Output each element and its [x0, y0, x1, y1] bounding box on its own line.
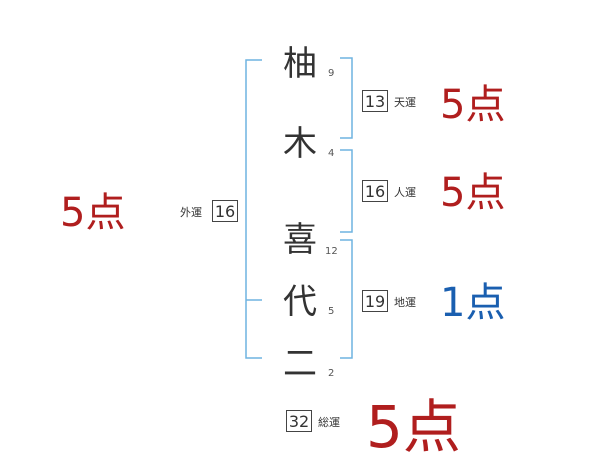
outer-bracket	[245, 59, 262, 359]
sou-value-box: 32	[286, 410, 312, 432]
jin-label: 人運	[394, 186, 416, 199]
name-char-3: 喜	[283, 220, 317, 260]
jin-bracket	[340, 149, 353, 233]
chi-bracket	[340, 239, 353, 359]
name-char-1: 柚	[283, 44, 317, 84]
gai-label: 外運	[180, 206, 202, 219]
stroke-count-4: 5	[328, 306, 335, 317]
chi-score: 1点	[440, 280, 506, 326]
gai-score: 5点	[60, 190, 126, 236]
ten-bracket	[340, 57, 353, 139]
sou-score: 5点	[366, 393, 461, 461]
chi-value-box: 19	[362, 290, 388, 312]
name-char-2: 木	[283, 124, 317, 164]
ten-value-box: 13	[362, 90, 388, 112]
sou-label: 総運	[318, 416, 340, 429]
jin-score: 5点	[440, 170, 506, 216]
stroke-count-3: 12	[325, 246, 338, 257]
jin-value-box: 16	[362, 180, 388, 202]
gai-value-box: 16	[212, 200, 238, 222]
stroke-count-5: 2	[328, 368, 335, 379]
chi-label: 地運	[394, 296, 416, 309]
name-char-4: 代	[283, 282, 317, 322]
ten-score: 5点	[440, 82, 506, 128]
ten-label: 天運	[394, 96, 416, 109]
name-char-5: 二	[283, 344, 317, 384]
stroke-count-1: 9	[328, 68, 335, 79]
stroke-count-2: 4	[328, 148, 335, 159]
